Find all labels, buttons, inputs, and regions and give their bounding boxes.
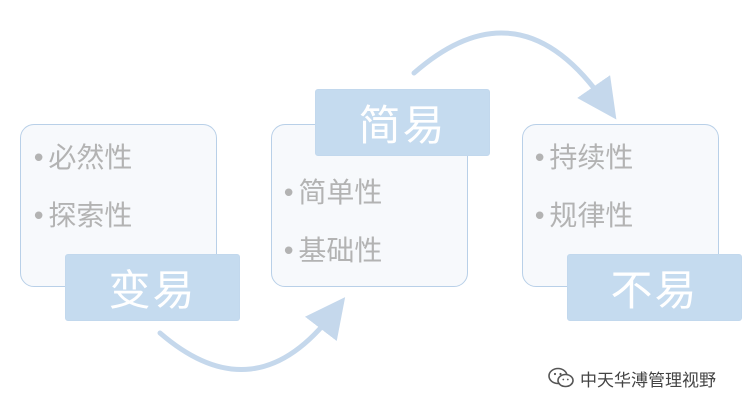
watermark-text: 中天华溥管理视野 — [580, 370, 716, 391]
right-item-1: •持续性 — [532, 141, 634, 174]
bullet: • — [532, 202, 548, 232]
bullet: • — [31, 144, 47, 174]
bullet: • — [31, 202, 47, 232]
arrow-bottom-curve — [157, 297, 346, 373]
bullet: • — [281, 237, 297, 267]
right-item-2: •规律性 — [532, 199, 634, 232]
label-box-bianyi: 变易 — [65, 254, 240, 321]
label-box-buyi: 不易 — [567, 254, 742, 321]
bullet: • — [532, 144, 548, 174]
middle-item-1: •简单性 — [281, 176, 383, 209]
wechat-icon — [548, 367, 574, 388]
bullet: • — [281, 179, 297, 209]
middle-item-2: •基础性 — [281, 234, 383, 267]
label-box-jianyi: 简易 — [315, 89, 490, 156]
arrow-top-curve — [411, 30, 617, 120]
left-item-2: •探索性 — [31, 199, 133, 232]
watermark: 中天华溥管理视野 — [548, 365, 716, 391]
left-item-1: •必然性 — [31, 141, 133, 174]
